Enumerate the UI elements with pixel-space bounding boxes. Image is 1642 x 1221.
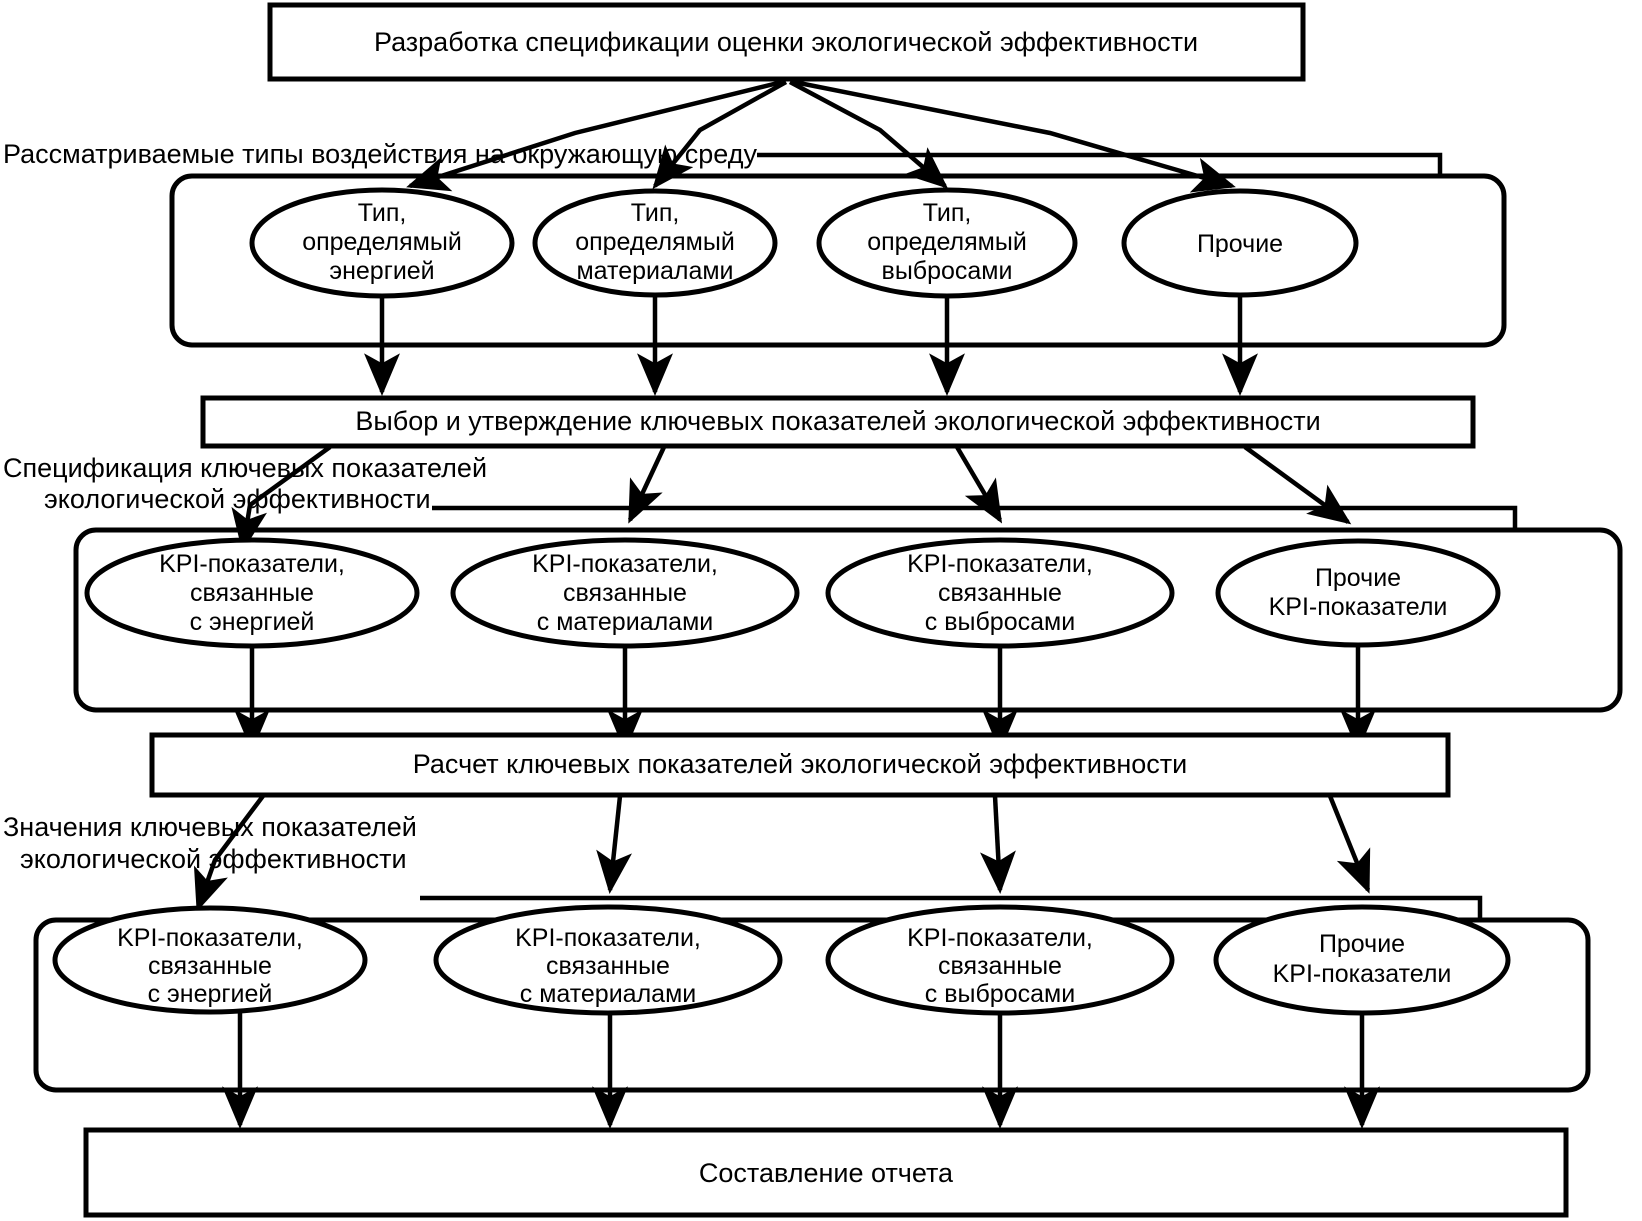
kpi-spec-group-label-line2: экологической эффективности: [44, 484, 431, 514]
kpi-spec-leader-line: [432, 505, 1518, 530]
kpi-values-group-label-line2: экологической эффективности: [20, 844, 407, 874]
kpi-spec-materials-line3: с материалами: [537, 608, 713, 636]
report-box-label: Составление отчета: [699, 1158, 954, 1188]
connector-title-to-emissions: [788, 80, 949, 189]
kpi-spec-emissions[interactable]: KPI-показатели, связанные с выбросами: [825, 537, 1175, 649]
title-box[interactable]: Разработка спецификации оценки экологиче…: [267, 2, 1306, 82]
connector-select-to-kpi-energy: [231, 445, 332, 552]
kpi-spec-emissions-line1: KPI-показатели,: [907, 550, 1093, 578]
kpi-value-energy-ellipse: [52, 905, 368, 1015]
calculate-kpi-box-rect: [149, 732, 1451, 798]
impact-types-group-border: [169, 173, 1507, 348]
report-box-rect: [83, 1127, 1569, 1218]
calculate-to-kpivalue-connectors: [193, 794, 1371, 912]
kpi-value-energy-line2: связанные: [148, 952, 272, 980]
kpi-value-materials-line3: с материалами: [520, 980, 696, 1008]
impact-type-emissions-line2: определямый: [867, 228, 1027, 256]
kpi-value-emissions-line3: с выбросами: [925, 980, 1075, 1008]
impact-type-other-line1: Прочие: [1197, 230, 1283, 258]
report-box[interactable]: Составление отчета: [83, 1127, 1569, 1218]
impact-types-leader-line: [757, 152, 1443, 176]
kpi-spec-group-label-line1: Спецификация ключевых показателей: [3, 453, 487, 483]
kpi-value-emissions-line2: связанные: [938, 952, 1062, 980]
title-box-rect: [267, 2, 1306, 82]
select-kpi-box[interactable]: Выбор и утверждение ключевых показателей…: [200, 395, 1476, 449]
kpi-value-energy-line1: KPI-показатели,: [117, 924, 303, 952]
kpi-spec-other[interactable]: Прочие KPI-показатели: [1215, 538, 1501, 648]
impact-type-materials-line1: Тип,: [631, 199, 680, 227]
kpi-spec-energy-line1: KPI-показатели,: [159, 550, 345, 578]
connector-title-to-other: [793, 79, 1236, 193]
kpi-value-emissions[interactable]: KPI-показатели, связанные с выбросами: [825, 904, 1175, 1016]
impact-type-emissions-line1: Тип,: [923, 199, 972, 227]
impact-to-select-connectors: [364, 295, 1258, 397]
kpivalue-to-report-connectors: [222, 1012, 1380, 1130]
impact-type-materials-line3: материалами: [576, 257, 733, 285]
connector-calc-to-value-other: [1327, 795, 1371, 894]
kpi-value-emissions-line1: KPI-показатели,: [907, 924, 1093, 952]
kpi-value-materials[interactable]: KPI-показатели, связанные с материалами: [433, 904, 783, 1016]
kpi-spec-materials-line1: KPI-показатели,: [532, 550, 718, 578]
kpi-value-energy-line3: с энергией: [148, 980, 273, 1008]
kpi-spec-energy-line2: связанные: [190, 579, 314, 607]
impact-type-energy-line2: определямый: [302, 228, 462, 256]
kpi-spec-group: Спецификация ключевых показателей эколог…: [3, 453, 1623, 713]
kpi-value-materials-line2: связанные: [546, 952, 670, 980]
kpi-spec-other-line2: KPI-показатели: [1269, 593, 1448, 621]
kpi-spec-group-border: [73, 527, 1623, 713]
impact-type-emissions[interactable]: Тип, определямый выбросами: [816, 187, 1078, 299]
kpi-spec-emissions-line2: связанные: [938, 579, 1062, 607]
kpi-spec-energy-line3: с энергией: [190, 608, 315, 636]
impact-type-materials[interactable]: Тип, определямый материалами: [532, 188, 778, 298]
impact-type-energy-line1: Тип,: [358, 199, 407, 227]
kpi-spec-materials-line2: связанные: [563, 579, 687, 607]
kpi-values-group-border: [33, 917, 1591, 1093]
kpi-values-leader-line: [420, 895, 1483, 920]
impact-type-other[interactable]: Прочие: [1121, 188, 1359, 298]
kpispec-to-calculate-connectors: [234, 645, 1376, 753]
kpi-spec-emissions-line3: с выбросами: [925, 608, 1075, 636]
impact-types-group-label: Рассматриваемые типы воздействия на окру…: [3, 139, 757, 169]
kpi-values-group: Значения ключевых показателей экологичес…: [3, 812, 1591, 1093]
kpi-value-materials-line1: KPI-показатели,: [515, 924, 701, 952]
kpi-spec-energy[interactable]: KPI-показатели, связанные с энергией: [84, 537, 420, 649]
title-to-impact-connectors: [406, 79, 1236, 193]
select-kpi-box-rect: [200, 395, 1476, 449]
select-kpi-box-label: Выбор и утверждение ключевых показателей…: [355, 406, 1320, 436]
calculate-kpi-box-label: Расчет ключевых показателей экологическо…: [413, 749, 1187, 779]
connector-calc-to-value-materials: [596, 795, 632, 895]
kpi-spec-materials[interactable]: KPI-показатели, связанные с материалами: [450, 537, 800, 649]
kpi-value-other-line2: KPI-показатели: [1273, 960, 1452, 988]
kpi-values-group-label-line1: Значения ключевых показателей: [3, 812, 417, 842]
impact-types-group: Рассматриваемые типы воздействия на окру…: [3, 139, 1507, 348]
connector-select-to-kpi-other: [1243, 445, 1352, 525]
kpi-value-other-line1: Прочие: [1319, 930, 1405, 958]
impact-type-emissions-line3: выбросами: [882, 257, 1013, 285]
calculate-kpi-box[interactable]: Расчет ключевых показателей экологическо…: [149, 732, 1451, 798]
connector-title-to-materials: [652, 80, 788, 190]
title-box-label: Разработка спецификации оценки экологиче…: [374, 27, 1198, 57]
connector-title-to-energy: [406, 79, 783, 192]
impact-type-materials-line2: определямый: [575, 228, 735, 256]
connector-calc-to-value-emissions: [979, 795, 1016, 895]
kpi-value-other[interactable]: Прочие KPI-показатели: [1213, 904, 1511, 1016]
kpi-value-energy[interactable]: KPI-показатели, связанные с энергией: [52, 905, 368, 1015]
connector-calc-to-value-energy: [193, 794, 265, 912]
kpi-spec-other-line1: Прочие: [1315, 564, 1401, 592]
impact-type-energy-line3: энергией: [329, 257, 434, 285]
impact-type-energy[interactable]: Тип, определямый энергией: [249, 187, 515, 299]
